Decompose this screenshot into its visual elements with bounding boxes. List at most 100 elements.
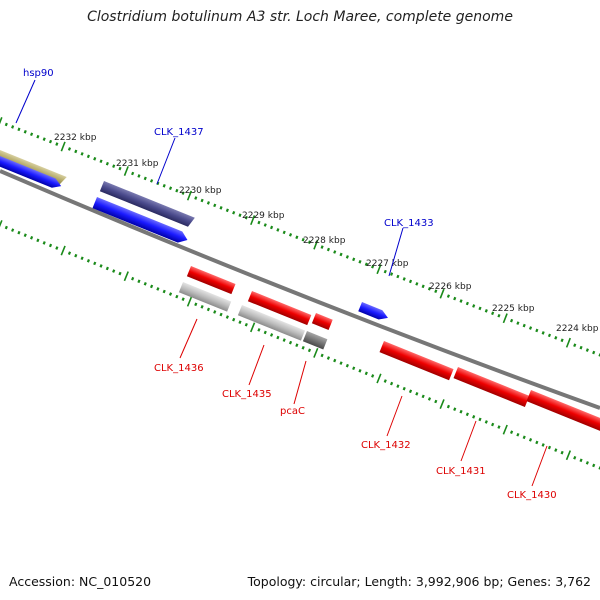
outer-track-tick xyxy=(99,159,103,164)
gene-label-clk1430[interactable]: CLK_1430 xyxy=(507,490,557,501)
inner-track-tick xyxy=(459,409,463,414)
outer-track-tick xyxy=(516,321,520,325)
gene-label-pcac[interactable]: pcaC xyxy=(280,406,305,417)
inner-track-tick xyxy=(376,373,382,384)
inner-track-tick xyxy=(345,363,349,368)
outer-track-tick xyxy=(376,264,382,275)
inner-track-tick xyxy=(295,343,299,348)
outer-track-tick xyxy=(276,228,280,232)
outer-track-tick xyxy=(541,331,545,335)
gene-clk1433-forward-arrow xyxy=(358,302,388,320)
tick-label-2231: 2231 kbp xyxy=(116,159,159,169)
outer-track-tick xyxy=(528,326,533,330)
outer-track-tick xyxy=(36,134,40,139)
outer-track-tick xyxy=(421,284,425,289)
gene-label-clk1435[interactable]: CLK_1435 xyxy=(222,389,272,400)
tick-label-2229: 2229 kbp xyxy=(242,211,285,221)
outer-track-tick xyxy=(112,164,116,168)
outer-track-tick xyxy=(313,239,319,250)
gene-clk1437-rna xyxy=(99,181,195,227)
gene-label-hsp90[interactable]: hsp90 xyxy=(23,68,54,79)
inner-track-tick xyxy=(333,358,337,363)
outer-track-tick xyxy=(219,206,223,210)
outer-track-tick xyxy=(326,247,330,252)
outer-track-tick xyxy=(225,208,229,213)
outer-track-tick xyxy=(579,345,583,350)
inner-track-tick xyxy=(516,432,520,437)
inner-track-tick xyxy=(67,251,72,255)
inner-track-tick xyxy=(282,338,286,342)
outer-track-tick xyxy=(17,127,21,132)
outer-track-tick xyxy=(491,311,495,316)
inner-track-tick xyxy=(99,264,103,268)
tick-label-2224: 2224 kbp xyxy=(556,324,599,334)
gene-clk1432-reverse-arrow xyxy=(379,341,454,381)
outer-track-tick xyxy=(263,223,267,227)
outer-track-tick xyxy=(446,294,450,298)
outer-track-tick xyxy=(131,171,135,176)
gene-clk1430-reverse-arrow xyxy=(526,390,600,432)
genome-backbone xyxy=(0,169,600,410)
outer-track-tick xyxy=(465,301,469,306)
outer-track-tick xyxy=(213,203,217,208)
inner-track-tick xyxy=(326,356,331,360)
outer-track-tick xyxy=(238,213,242,217)
outer-track-tick xyxy=(585,348,589,352)
inner-track-tick xyxy=(244,322,248,327)
outer-track-tick xyxy=(74,149,78,154)
outer-track-tick xyxy=(371,264,375,269)
inner-track-tick xyxy=(181,297,185,301)
outer-track-tick xyxy=(86,154,90,159)
leader-clk1437 xyxy=(156,137,176,185)
inner-track-tick xyxy=(4,225,8,230)
leader-clk1435 xyxy=(248,344,265,386)
outer-track-tick xyxy=(453,296,457,301)
outer-track-tick xyxy=(472,304,476,308)
outer-track-tick xyxy=(383,269,387,274)
inner-track-tick xyxy=(11,228,15,232)
inner-track-tick xyxy=(55,246,59,250)
inner-track-tick xyxy=(478,417,482,422)
inner-track-tick xyxy=(408,389,413,394)
inner-track-tick xyxy=(301,345,305,350)
inner-track-tick xyxy=(23,233,27,238)
gene-label-clk1437[interactable]: CLK_1437 xyxy=(154,127,204,138)
outer-track-tick xyxy=(0,117,3,125)
inner-track-tick xyxy=(36,238,40,243)
outer-track-tick xyxy=(11,125,15,129)
gene-label-clk1436[interactable]: CLK_1436 xyxy=(154,363,204,374)
outer-track-tick xyxy=(301,237,305,242)
outer-track-tick xyxy=(396,274,400,279)
outer-track-tick xyxy=(4,122,8,127)
outer-track-tick xyxy=(333,250,337,254)
inner-track-tick xyxy=(175,294,179,299)
outer-track-tick xyxy=(560,338,564,343)
inner-track-tick xyxy=(352,366,356,371)
inner-track-tick xyxy=(358,368,362,373)
gene-label-clk1431[interactable]: CLK_1431 xyxy=(436,466,486,477)
outer-track-tick xyxy=(194,196,198,200)
inner-track-tick xyxy=(465,412,469,417)
outer-track-tick xyxy=(352,257,356,262)
inner-track-tick xyxy=(250,322,256,333)
gene-label-clk1433[interactable]: CLK_1433 xyxy=(384,218,434,229)
inner-track-tick xyxy=(112,269,116,273)
outer-track-tick xyxy=(282,230,286,235)
gene-clk1435-pseudo xyxy=(237,305,306,341)
inner-track-tick xyxy=(509,430,514,434)
inner-track-tick xyxy=(339,361,343,365)
inner-track-tick xyxy=(434,399,438,404)
inner-track-tick xyxy=(232,317,236,322)
gene-label-clk1432[interactable]: CLK_1432 xyxy=(361,440,411,451)
inner-track-tick xyxy=(364,371,368,376)
inner-track-tick xyxy=(560,450,564,455)
outer-track-tick xyxy=(67,147,72,151)
inner-track-tick xyxy=(446,404,451,409)
inner-track-tick xyxy=(320,353,324,358)
inner-track-tick xyxy=(389,381,394,386)
inner-track-tick xyxy=(371,374,375,378)
inner-track-tick xyxy=(522,435,526,440)
inner-track-tick xyxy=(149,284,154,289)
outer-track-tick xyxy=(573,343,577,347)
inner-track-tick xyxy=(238,320,242,325)
